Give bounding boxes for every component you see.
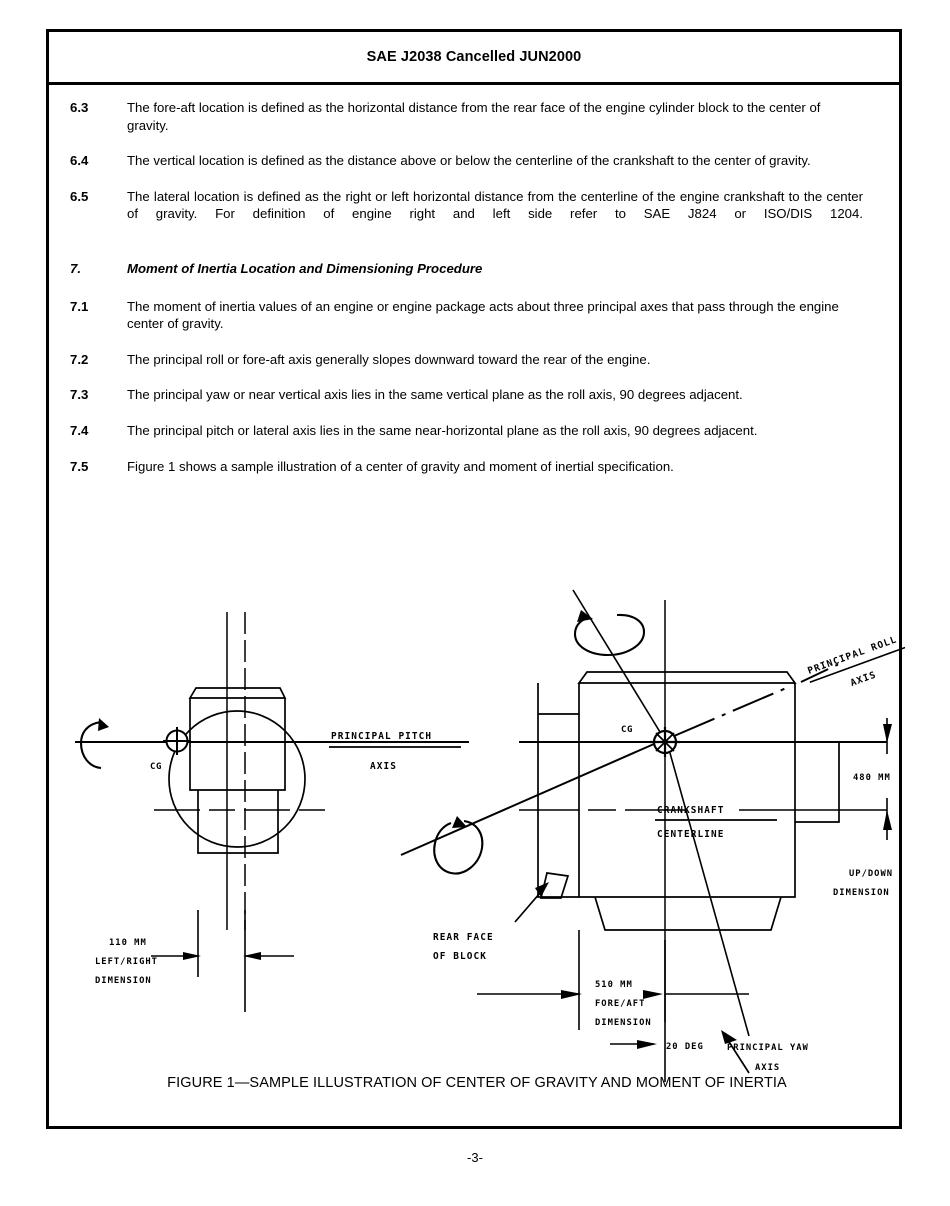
principal-pitch-axis-label: PRINCIPAL PITCH AXIS <box>329 731 461 772</box>
rear-face-arrowhead <box>535 882 549 897</box>
fore-aft-arrowhead-left <box>561 990 582 999</box>
svg-text:AXIS: AXIS <box>370 761 397 772</box>
svg-text:DIMENSION: DIMENSION <box>95 976 152 986</box>
clause-number: 7.2 <box>70 351 89 367</box>
running-header: SAE J2038 Cancelled JUN2000 <box>49 32 899 85</box>
clause-6-4: 6.4 The vertical location is defined as … <box>49 152 899 170</box>
svg-text:AXIS: AXIS <box>849 669 878 689</box>
yaw-rotation-arrowhead <box>577 610 593 622</box>
page-frame: SAE J2038 Cancelled JUN2000 6.3 The fore… <box>46 29 905 1132</box>
crankshaft-centerline-label: CRANKSHAFT CENTERLINE <box>655 805 777 840</box>
engine-cg-diagram: CG PRINCIPAL PITCH AXIS <box>75 589 905 1082</box>
principal-yaw-axis-line <box>572 589 750 1037</box>
clause-text: The lateral location is defined as the r… <box>127 188 863 222</box>
cg-symbol-front <box>163 727 191 755</box>
principal-roll-axis-label: PRINCIPAL ROLL AXIS <box>806 634 905 689</box>
up-down-arrowhead-down <box>883 810 892 830</box>
svg-text:CRANKSHAFT: CRANKSHAFT <box>657 805 724 816</box>
clause-number: 7.4 <box>70 423 89 439</box>
dim-arrowhead-left <box>183 952 201 960</box>
svg-text:FORE/AFT: FORE/AFT <box>595 999 645 1009</box>
cg-label-front: CG <box>150 762 162 772</box>
fore-aft-dimension-label: 510 MM FORE/AFT DIMENSION <box>595 980 652 1028</box>
svg-text:DIMENSION: DIMENSION <box>595 1018 652 1028</box>
clause-number: 7.5 <box>70 458 89 474</box>
principal-roll-axis-line <box>400 663 840 856</box>
up-down-dimension-label: 480 MM UP/DOWN DIMENSION <box>833 773 893 898</box>
spacer <box>49 440 899 458</box>
clause-text: The vertical location is defined as the … <box>127 153 811 169</box>
clause-text: Figure 1 shows a sample illustration of … <box>127 458 674 474</box>
spacer <box>49 278 899 298</box>
front-view-centerlines <box>226 612 246 930</box>
flywheel-circle <box>168 710 306 848</box>
up-down-arrowhead-up <box>883 724 892 743</box>
pitch-rotation-arrowhead <box>98 718 109 731</box>
clause-number: 6.5 <box>70 188 89 204</box>
spacer <box>49 240 899 260</box>
principal-yaw-axis-label: PRINCIPAL YAW AXIS <box>727 1043 809 1073</box>
figure-1: CG PRINCIPAL PITCH AXIS <box>49 522 905 1132</box>
page-number: -3- <box>467 1150 483 1165</box>
left-right-dimension <box>151 910 294 1012</box>
svg-text:OF BLOCK: OF BLOCK <box>433 951 487 962</box>
svg-text:UP/DOWN: UP/DOWN <box>849 869 893 879</box>
clause-number: 7.1 <box>70 298 89 314</box>
clause-7-4: 7.4 The principal pitch or lateral axis … <box>49 422 899 440</box>
svg-text:CENTERLINE: CENTERLINE <box>657 829 724 840</box>
clause-number: 7.3 <box>70 387 89 403</box>
svg-text:480 MM: 480 MM <box>853 773 891 783</box>
clause-7-2: 7.2 The principal roll or fore-aft axis … <box>49 351 899 369</box>
front-view-engine-outline <box>188 687 287 854</box>
clause-7-1: 7.1 The moment of inertia values of an e… <box>49 298 899 333</box>
clause-7-3: 7.3 The principal yaw or near vertical a… <box>49 386 899 404</box>
angle-dimension-label: 20 DEG <box>666 1042 704 1052</box>
rear-face-label: REAR FACE OF BLOCK <box>433 932 494 962</box>
spacer <box>49 170 899 188</box>
fore-aft-dimension <box>477 930 749 1082</box>
svg-text:110 MM: 110 MM <box>109 938 147 948</box>
dim-arrowhead-right <box>243 952 261 960</box>
roll-rotation-arrow <box>433 819 484 875</box>
document-title: SAE J2038 Cancelled JUN2000 <box>366 49 582 65</box>
svg-text:DIMENSION: DIMENSION <box>833 888 890 898</box>
cg-label-side: CG <box>621 725 633 735</box>
clause-text: The principal roll or fore-aft axis gene… <box>127 351 651 367</box>
section-title: Moment of Inertia Location and Dimension… <box>127 261 483 277</box>
svg-text:AXIS: AXIS <box>755 1063 780 1073</box>
cg-symbol-side <box>650 727 680 757</box>
spacer <box>49 85 899 99</box>
svg-text:PRINCIPAL PITCH: PRINCIPAL PITCH <box>331 731 432 742</box>
section-heading-7: 7. Moment of Inertia Location and Dimens… <box>49 260 899 278</box>
clause-text: The moment of inertia values of an engin… <box>127 298 839 332</box>
side-view-engine-outline <box>537 671 840 931</box>
clause-text: The principal yaw or near vertical axis … <box>127 387 743 403</box>
svg-text:LEFT/RIGHT: LEFT/RIGHT <box>95 957 158 967</box>
clause-text: The principal pitch or lateral axis lies… <box>127 423 758 439</box>
svg-text:REAR FACE: REAR FACE <box>433 932 494 943</box>
document-body: 6.3 The fore-aft location is defined as … <box>49 85 899 475</box>
clause-text: The fore-aft location is defined as the … <box>127 100 821 133</box>
left-right-dimension-label: 110 MM LEFT/RIGHT DIMENSION <box>95 938 158 986</box>
svg-text:PRINCIPAL YAW: PRINCIPAL YAW <box>727 1043 809 1053</box>
spacer <box>49 134 899 152</box>
figure-caption: FIGURE 1—SAMPLE ILLUSTRATION OF CENTER O… <box>167 1075 787 1091</box>
spacer <box>49 368 899 386</box>
yaw-label-arrowhead <box>721 1030 737 1044</box>
pitch-rotation-arrow <box>79 720 102 770</box>
yaw-rotation-arrow <box>573 613 646 657</box>
clause-6-5: 6.5 The lateral location is defined as t… <box>49 188 899 241</box>
clause-6-3: 6.3 The fore-aft location is defined as … <box>49 99 899 134</box>
fore-aft-arrowhead-right <box>643 990 663 999</box>
clause-number: 6.4 <box>70 153 89 169</box>
section-number: 7. <box>70 261 81 277</box>
spacer <box>49 404 899 422</box>
roll-rotation-arrowhead <box>452 816 467 828</box>
angle-arrowhead <box>637 1040 657 1049</box>
clause-number: 6.3 <box>70 100 89 115</box>
svg-text:510 MM: 510 MM <box>595 980 633 990</box>
spacer <box>49 333 899 351</box>
clause-7-5: 7.5 Figure 1 shows a sample illustration… <box>49 458 899 476</box>
